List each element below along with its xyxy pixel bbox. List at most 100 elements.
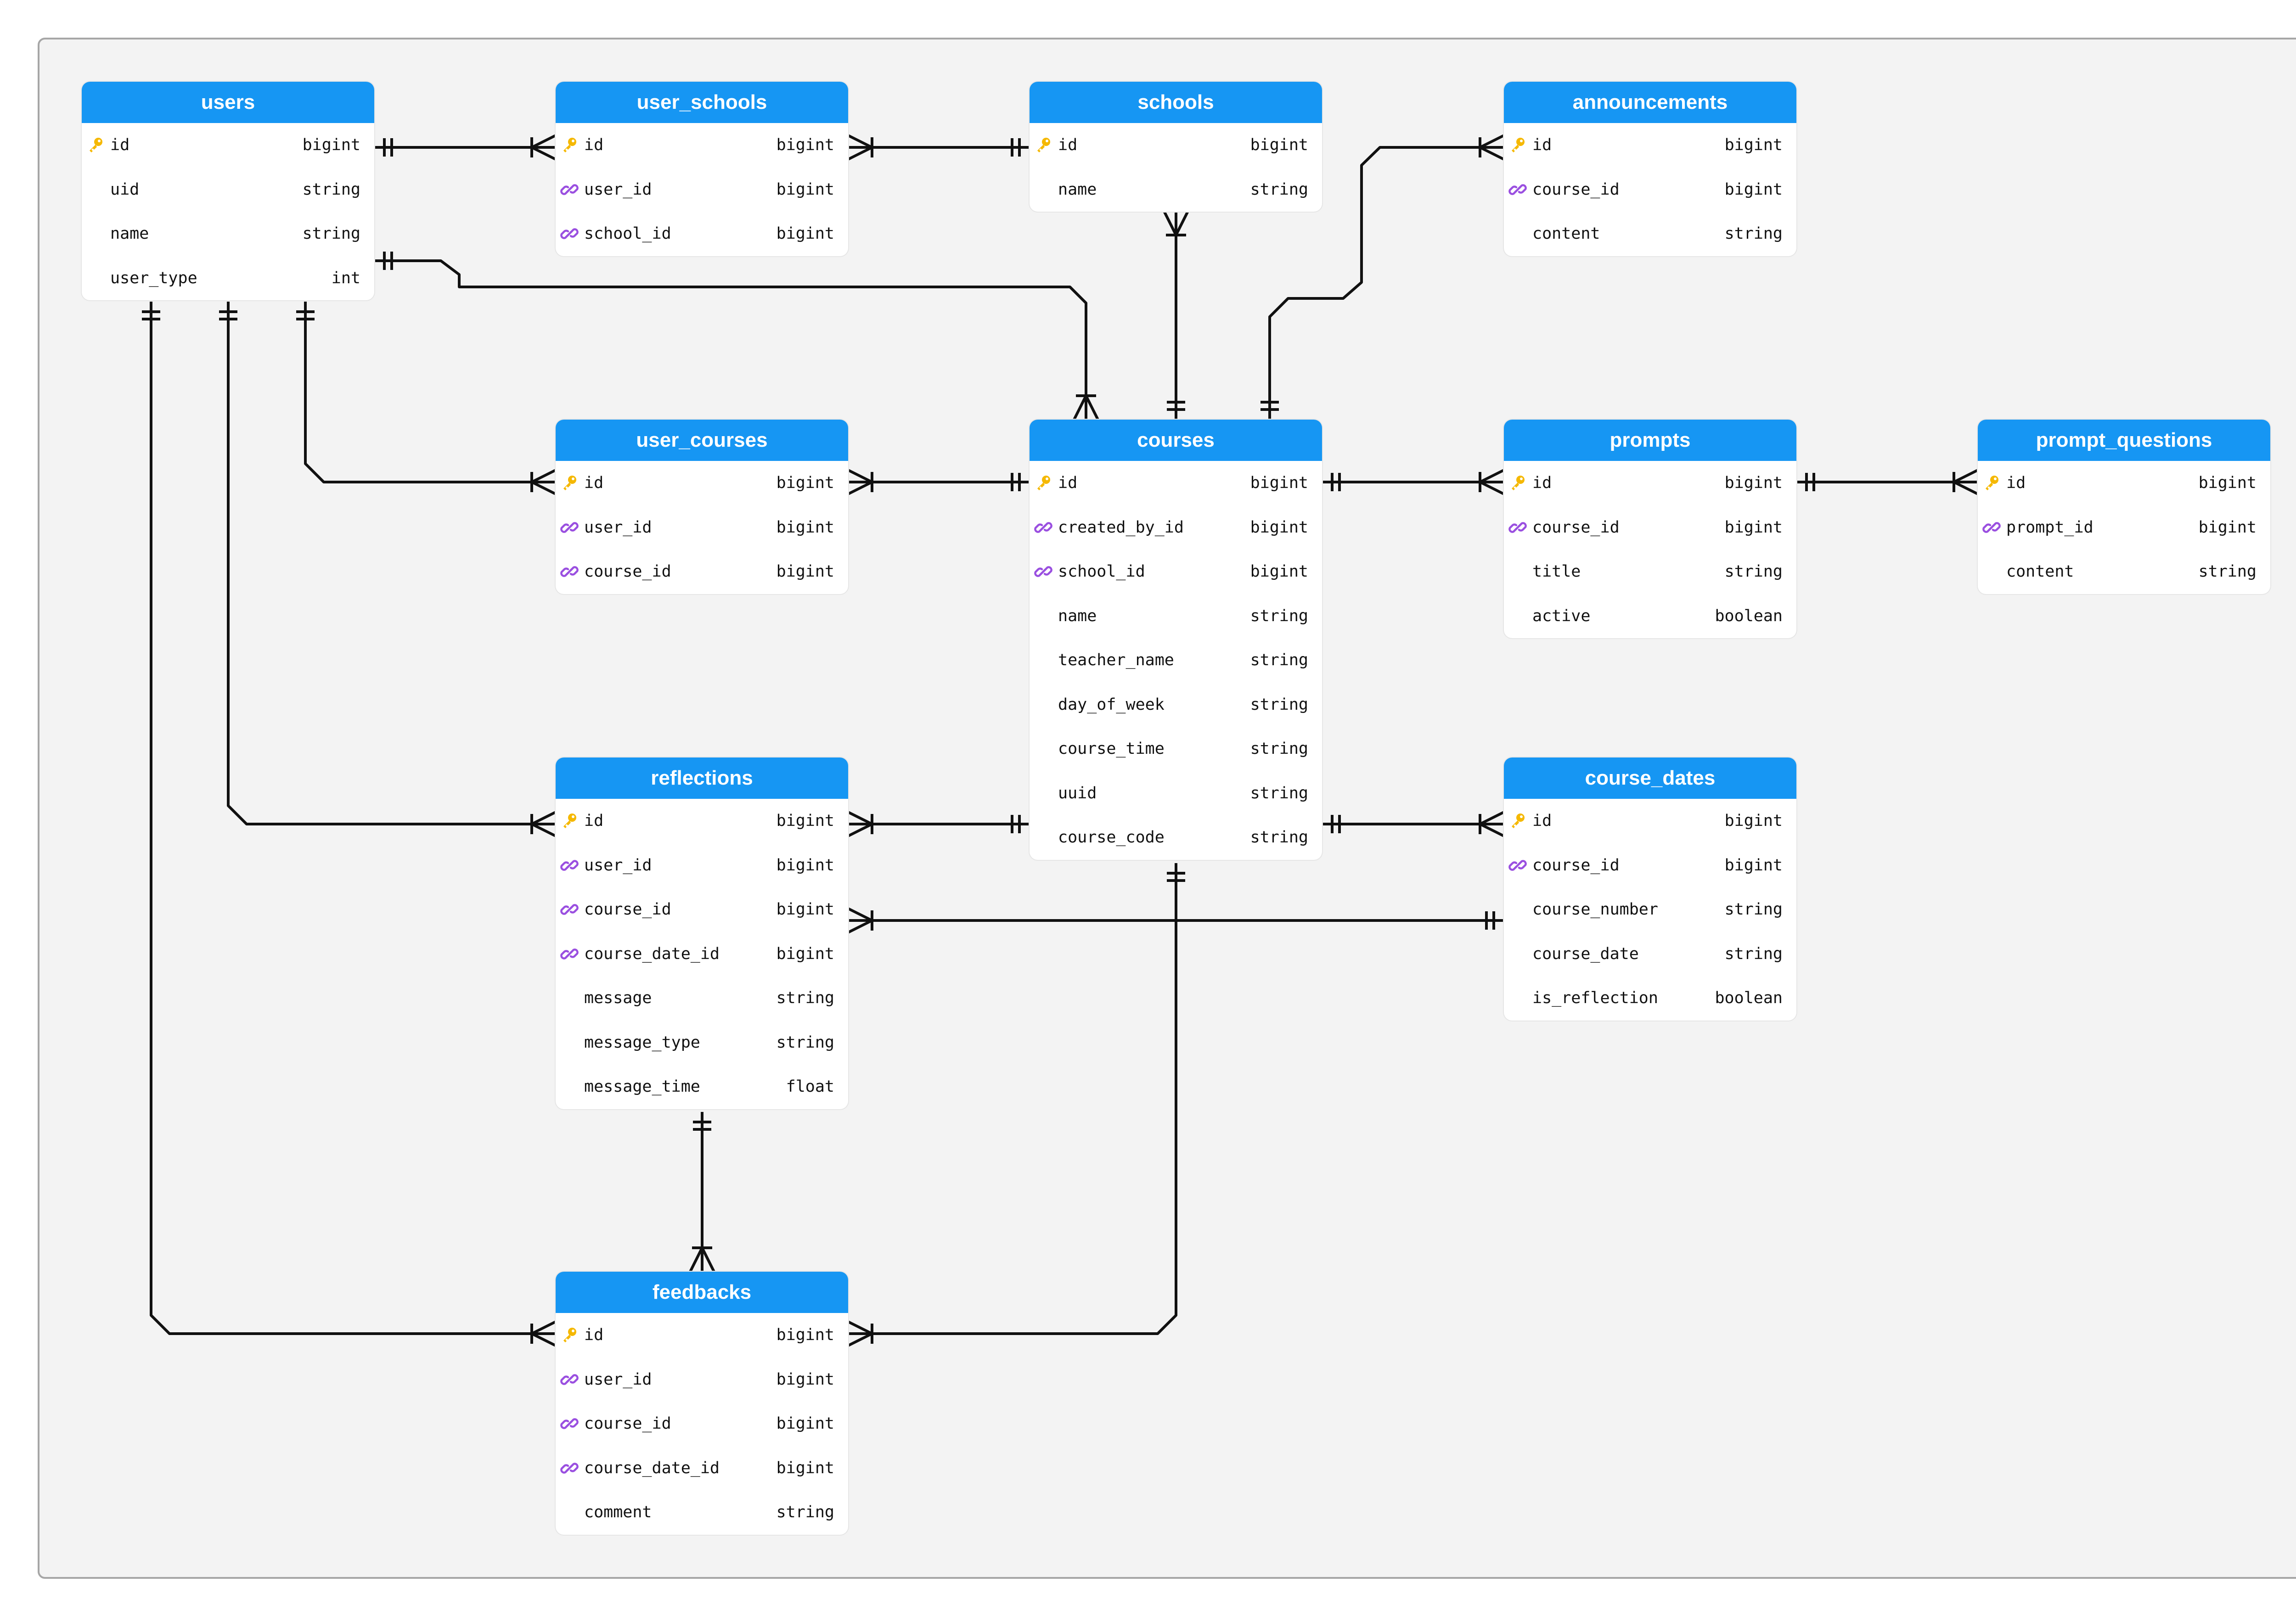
column-name: message — [584, 989, 652, 1008]
column-type: string — [1250, 651, 1308, 670]
column-row[interactable]: day_of_week string — [1030, 683, 1322, 727]
column-name: user_type — [110, 269, 197, 287]
column-type: string — [1724, 900, 1783, 919]
column-type: bigint — [776, 812, 834, 830]
key-icon — [560, 1326, 579, 1344]
column-row[interactable]: name string — [1030, 168, 1322, 212]
column-type: string — [2198, 562, 2257, 581]
column-type: bigint — [1250, 474, 1308, 493]
column-name: id — [584, 474, 604, 493]
column-row[interactable]: course_time string — [1030, 727, 1322, 771]
link-icon — [1034, 562, 1052, 581]
column-name: course_date_id — [584, 1459, 720, 1477]
key-icon — [1034, 136, 1052, 154]
column-type: bigint — [776, 900, 834, 919]
table-title[interactable]: prompts — [1504, 420, 1796, 461]
column-name: name — [110, 224, 149, 243]
column-name: course_time — [1058, 740, 1165, 758]
column-row[interactable]: user_id bigint — [556, 1358, 848, 1402]
column-type: string — [1250, 695, 1308, 714]
column-name: day_of_week — [1058, 695, 1165, 714]
column-name: uuid — [1058, 784, 1097, 802]
table-title[interactable]: user_schools — [556, 82, 848, 123]
key-icon — [86, 136, 105, 154]
table-title[interactable]: course_dates — [1504, 758, 1796, 799]
column-name: name — [1058, 180, 1097, 199]
table-title[interactable]: users — [82, 82, 374, 123]
column-type: bigint — [776, 180, 834, 199]
column-type: bigint — [1724, 518, 1783, 537]
link-icon — [560, 1370, 579, 1389]
column-name: user_id — [584, 1370, 652, 1389]
column-row[interactable]: course_id bigint — [556, 887, 848, 932]
table-title[interactable]: reflections — [556, 758, 848, 799]
column-type: string — [1250, 180, 1308, 199]
table-title[interactable]: schools — [1030, 82, 1322, 123]
column-name: id — [110, 136, 130, 155]
table-title[interactable]: announcements — [1504, 82, 1796, 123]
column-type: bigint — [776, 1370, 834, 1389]
column-name: course_id — [584, 900, 671, 919]
table-title[interactable]: user_courses — [556, 420, 848, 461]
table-title[interactable]: feedbacks — [556, 1272, 848, 1313]
table-title[interactable]: prompt_questions — [1978, 420, 2270, 461]
column-type: string — [1250, 740, 1308, 758]
table-title[interactable]: courses — [1030, 420, 1322, 461]
column-name: is_reflection — [1532, 989, 1658, 1008]
